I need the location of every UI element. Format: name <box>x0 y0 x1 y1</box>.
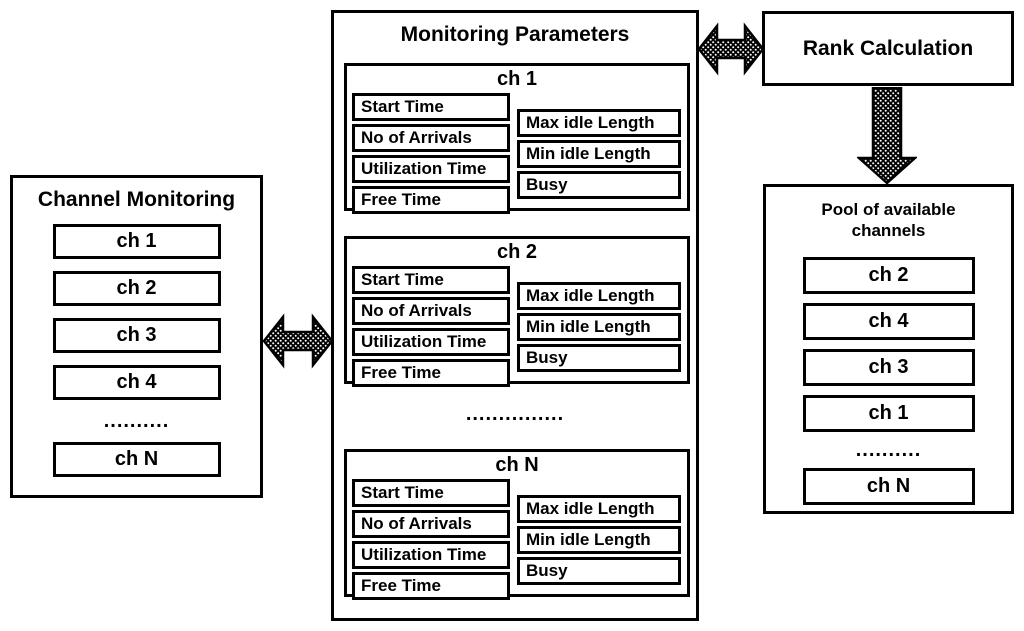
ellipsis-text: .......... <box>855 439 922 461</box>
parameter-box: Min idle Length <box>517 526 681 554</box>
arrow-parameters-rank-calculation <box>697 22 765 76</box>
rank-calculation-title: Rank Calculation <box>802 36 974 60</box>
parameter-box: Max idle Length <box>517 282 681 310</box>
parameter-box: Busy <box>517 557 681 585</box>
parameter-box: Min idle Length <box>517 313 681 341</box>
parameter-box: No of Arrivals <box>352 124 510 152</box>
parameter-box: Start Time <box>352 266 510 294</box>
channel-item-last: ch N <box>802 468 975 505</box>
parameter-box: Utilization Time <box>352 541 510 569</box>
parameter-box: Utilization Time <box>352 155 510 183</box>
parameter-box: Busy <box>517 344 681 372</box>
channel-section-title: ch 2 <box>496 241 538 263</box>
channel-item: ch 2 <box>52 271 221 306</box>
parameter-box: No of Arrivals <box>352 510 510 538</box>
parameter-box: Min idle Length <box>517 140 681 168</box>
rank-calculation-box: Rank Calculation <box>762 11 1014 86</box>
channel-section-title: ch N <box>495 454 539 476</box>
ellipsis-text: ............... <box>465 403 565 425</box>
parameter-box: Free Time <box>352 359 510 387</box>
channel-item: ch 3 <box>802 349 975 386</box>
arrow-rank-calculation-pool <box>857 87 917 185</box>
channel-item: ch 4 <box>802 303 975 340</box>
pool-of-channels-panel: Pool of available channels .......... ch… <box>763 184 1014 514</box>
parameter-box: Free Time <box>352 572 510 600</box>
channel-item: ch 2 <box>802 257 975 294</box>
parameter-box: Start Time <box>352 479 510 507</box>
channel-item: ch 1 <box>802 395 975 432</box>
arrow-channel-monitoring-parameters <box>262 313 334 369</box>
monitoring-parameters-panel: Monitoring Parameters ch 1 Start Time No … <box>331 10 699 621</box>
pool-title: Pool of available channels <box>766 199 1011 241</box>
monitoring-parameters-title: Monitoring Parameters <box>400 23 630 46</box>
channel-item: ch 4 <box>52 365 221 400</box>
channel-item: ch 3 <box>52 318 221 353</box>
channel-item: ch 1 <box>52 224 221 259</box>
channel-monitoring-list: .......... ch N ch 1 ch 2 ch 3 ch 4 <box>13 224 260 477</box>
parameter-box: Utilization Time <box>352 328 510 356</box>
channel-monitoring-title: Channel Monitoring <box>37 188 236 211</box>
channel-section-title: ch 1 <box>496 68 538 90</box>
parameter-box: Start Time <box>352 93 510 121</box>
parameter-box: Max idle Length <box>517 109 681 137</box>
parameter-box: Max idle Length <box>517 495 681 523</box>
pool-title-line2: channels <box>851 221 926 240</box>
channel-item-last: ch N <box>52 442 221 477</box>
parameter-box: No of Arrivals <box>352 297 510 325</box>
ellipsis-text: .......... <box>103 410 170 432</box>
pool-channel-list: .......... ch N ch 2 ch 4 ch 3 ch 1 <box>766 257 1011 505</box>
parameter-box: Busy <box>517 171 681 199</box>
channel-monitoring-panel: Channel Monitoring .......... ch N ch 1 c… <box>10 175 263 498</box>
pool-title-line1: Pool of available <box>821 200 956 219</box>
parameter-box: Free Time <box>352 186 510 214</box>
